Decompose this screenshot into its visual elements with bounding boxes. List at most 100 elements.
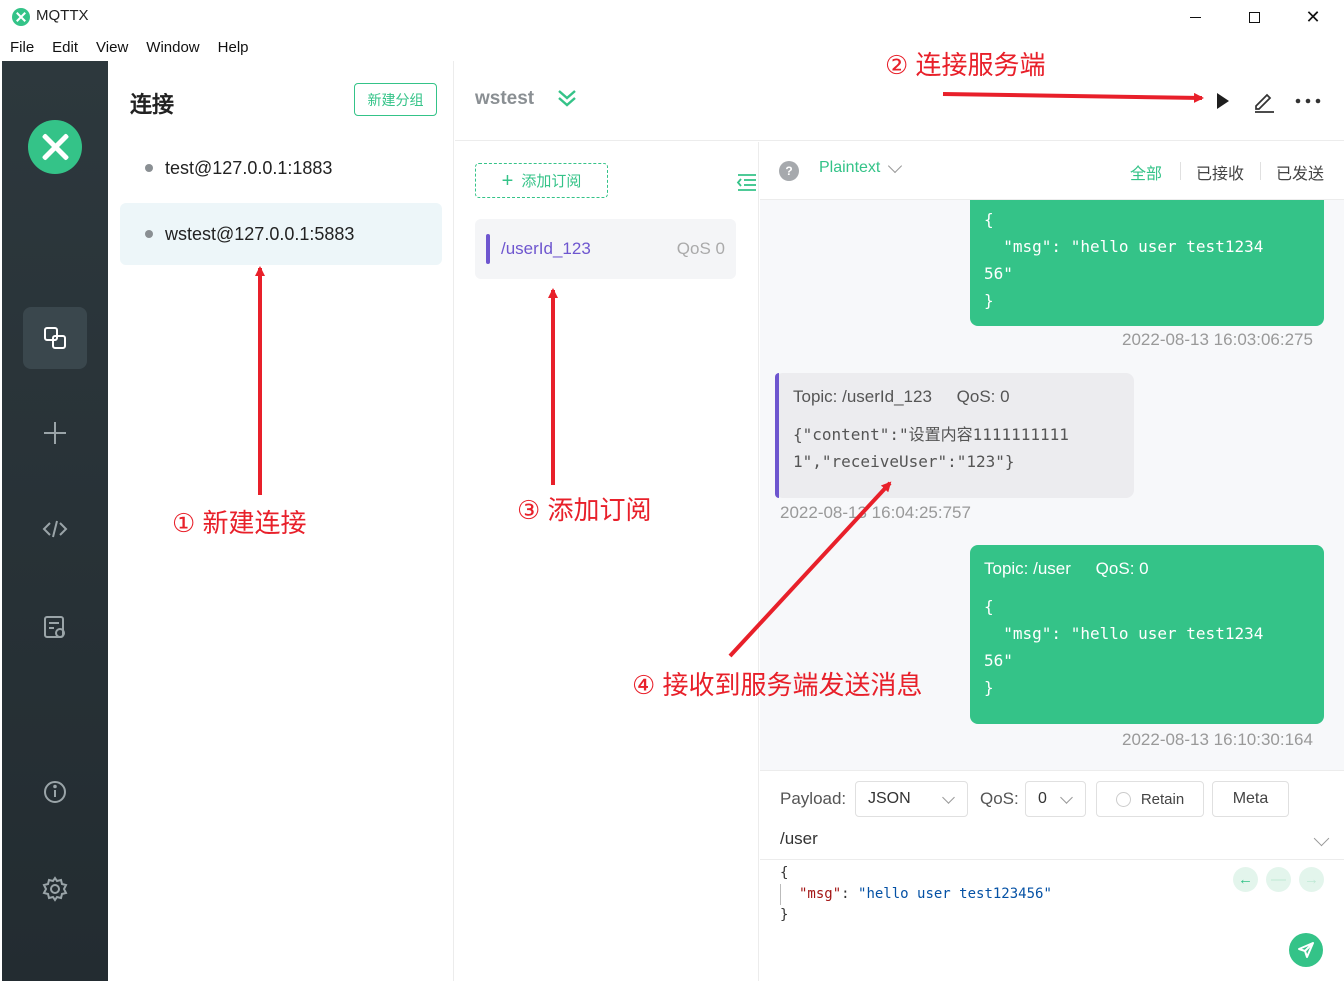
retain-label: Retain — [1140, 790, 1185, 808]
connections-nav-button[interactable] — [23, 307, 87, 369]
qos-select[interactable]: 0 — [1025, 781, 1086, 817]
new-connection-nav-button[interactable] — [23, 402, 87, 464]
menu-bar: File Edit View Window Help — [0, 34, 1344, 61]
payload-type-value: JSON — [868, 790, 911, 807]
message-topic: Topic: /userId_123 — [793, 387, 932, 406]
payload-format-value: Plaintext — [819, 159, 881, 176]
payload-format-select[interactable]: Plaintext — [819, 158, 903, 177]
subscription-topic: /userId_123 — [501, 239, 591, 258]
settings-icon — [42, 876, 68, 902]
chevron-down-icon — [1060, 791, 1073, 804]
subscriptions-panel: + 添加订阅 /userId_123 QoS 0 — [455, 142, 759, 981]
menu-file[interactable]: File — [10, 39, 35, 56]
messages-toolbar: ? Plaintext 全部 已接收 已发送 — [760, 142, 1344, 200]
add-subscription-label: 添加订阅 — [521, 173, 582, 190]
maximize-button[interactable] — [1231, 4, 1277, 30]
json-key: "msg" — [799, 886, 842, 902]
payload-editor[interactable]: { "msg": "hello user test123456" } — [780, 863, 1052, 926]
send-icon — [1298, 942, 1314, 958]
edit-icon — [1255, 93, 1274, 113]
script-nav-button[interactable] — [23, 498, 87, 560]
add-icon — [44, 422, 66, 444]
status-dot-icon — [145, 164, 153, 172]
publish-panel: Payload: JSON QoS: 0 Retain Meta /user {… — [760, 770, 1344, 981]
message-meta: Topic: /userId_123 QoS: 0 — [793, 387, 1116, 407]
meta-button[interactable]: Meta — [1212, 781, 1289, 817]
message-time: 2022-08-13 16:03:06:275 — [1122, 330, 1313, 349]
settings-nav-button[interactable] — [23, 858, 87, 920]
more-options-button[interactable] — [1295, 88, 1321, 114]
connect-button[interactable] — [1210, 88, 1236, 114]
left-sidebar — [2, 61, 108, 981]
connection-label: wstest@127.0.0.1:5883 — [165, 223, 355, 244]
log-icon — [44, 616, 65, 638]
chevron-down-icon — [942, 791, 955, 804]
connection-item-test[interactable]: test@127.0.0.1:1883 — [120, 137, 442, 199]
subscription-item[interactable]: /userId_123 QoS 0 — [475, 219, 736, 279]
editor-line: { — [780, 865, 789, 881]
filter-divider — [1260, 162, 1261, 180]
mqttx-logo-icon — [28, 120, 82, 174]
filter-tab-all[interactable]: 全部 — [1130, 166, 1163, 183]
publish-topic-input[interactable]: /user — [780, 829, 818, 848]
previous-payload-button[interactable]: ← — [1233, 867, 1258, 892]
json-value: "hello user test123456" — [858, 886, 1052, 902]
filter-tab-sent[interactable]: 已发送 — [1276, 166, 1325, 183]
close-button[interactable]: ✕ — [1305, 6, 1321, 28]
clear-payload-button[interactable]: — — [1266, 867, 1291, 892]
payload-label: Payload: — [780, 789, 847, 808]
filter-divider — [1180, 162, 1181, 180]
chevron-down-icon — [888, 158, 903, 173]
connections-panel: 连接 新建分组 test@127.0.0.1:1883 wstest@127.0… — [108, 61, 454, 981]
new-group-button[interactable]: 新建分组 — [354, 83, 437, 116]
app-title: MQTTX — [36, 7, 89, 24]
divider — [760, 859, 1344, 860]
retain-checkbox[interactable]: Retain — [1096, 781, 1204, 817]
connection-name: wstest — [475, 88, 535, 109]
message-body: { "msg": "hello user test1234 56" } — [984, 210, 1264, 310]
payload-type-select[interactable]: JSON — [855, 781, 968, 817]
message-body: {"content":"设置内容1111111111 1","receiveUs… — [793, 425, 1069, 471]
app-logo-icon — [12, 8, 30, 26]
subscription-qos: QoS 0 — [676, 239, 725, 258]
menu-view[interactable]: View — [96, 39, 129, 56]
help-icon[interactable]: ? — [779, 161, 799, 181]
collapse-panel-icon[interactable] — [736, 172, 756, 192]
double-chevron-down-icon[interactable] — [556, 87, 578, 109]
chevron-down-icon[interactable] — [1313, 830, 1330, 847]
annotation-new-connection: ① 新建连接 — [172, 508, 307, 538]
json-colon: : — [841, 886, 859, 902]
message-bubble-sent[interactable]: { "msg": "hello user test1234 56" } — [970, 200, 1324, 326]
message-qos: QoS: 0 — [1095, 559, 1149, 578]
qos-value: 0 — [1038, 790, 1047, 807]
next-payload-button[interactable]: → — [1299, 867, 1324, 892]
about-nav-button[interactable] — [23, 761, 87, 823]
message-bubble-sent[interactable]: Topic: /user QoS: 0 { "msg": "hello user… — [970, 545, 1324, 724]
connection-item-wstest[interactable]: wstest@127.0.0.1:5883 — [120, 203, 442, 265]
menu-help[interactable]: Help — [217, 39, 249, 56]
minimize-icon — [1189, 16, 1201, 18]
annotation-add-subscription: ③ 添加订阅 — [517, 495, 652, 525]
message-time: 2022-08-13 16:04:25:757 — [780, 503, 971, 522]
add-subscription-button[interactable]: + 添加订阅 — [475, 163, 608, 198]
radio-icon — [1115, 791, 1131, 807]
annotation-connect-server: ② 连接服务端 — [885, 50, 1046, 80]
menu-window[interactable]: Window — [146, 39, 200, 56]
qos-label: QoS: — [980, 789, 1019, 808]
connections-icon — [44, 327, 66, 349]
editor-line: "msg": "hello user test123456" — [780, 884, 1052, 905]
menu-edit[interactable]: Edit — [52, 39, 79, 56]
message-bubble-received[interactable]: Topic: /userId_123 QoS: 0 {"content":"设置… — [775, 373, 1134, 498]
log-nav-button[interactable] — [23, 596, 87, 658]
filter-tab-received[interactable]: 已接收 — [1196, 166, 1245, 183]
status-dot-icon — [145, 230, 153, 238]
send-button[interactable] — [1289, 933, 1323, 967]
minimize-button[interactable] — [1172, 4, 1218, 30]
message-meta: Topic: /user QoS: 0 — [984, 559, 1310, 579]
message-topic: Topic: /user — [984, 559, 1071, 578]
message-time: 2022-08-13 16:10:30:164 — [1122, 730, 1313, 749]
more-dots-icon — [1295, 98, 1321, 104]
connections-title: 连接 — [130, 92, 175, 117]
edit-connection-button[interactable] — [1251, 88, 1277, 114]
editor-line: } — [780, 907, 789, 923]
